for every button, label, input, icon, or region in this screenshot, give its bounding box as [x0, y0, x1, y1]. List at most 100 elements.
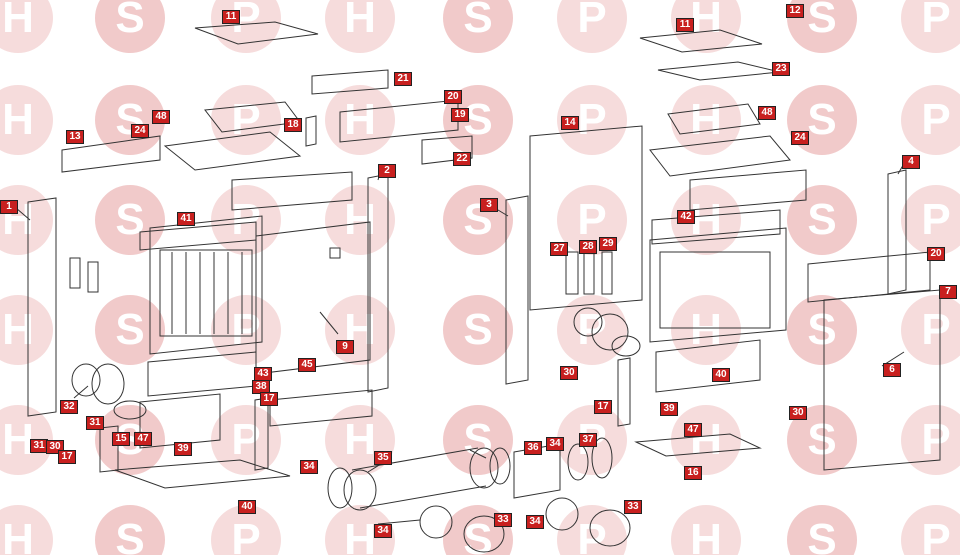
flue-kit: [327, 437, 631, 553]
part-callout-41: 41: [177, 212, 195, 226]
part-callout-15: 15: [112, 432, 130, 446]
part-callout-6: 6: [883, 363, 901, 377]
part-callout-13: 13: [66, 130, 84, 144]
top-panel: [649, 135, 791, 177]
top-cover-panel: [639, 29, 763, 53]
part-callout-34: 34: [300, 460, 318, 474]
part-callout-3: 3: [480, 198, 498, 212]
part-callout-47: 47: [684, 423, 702, 437]
part-callout-23: 23: [772, 62, 790, 76]
watermark-letter: S: [787, 185, 857, 255]
watermark-letter: P: [901, 405, 960, 475]
watermark-letter: H: [0, 0, 53, 53]
part-callout-22: 22: [453, 152, 471, 166]
boiler-body: [649, 227, 787, 343]
combustion-tray: [655, 339, 761, 393]
part-callout-19: 19: [451, 108, 469, 122]
rear-panel: [529, 125, 643, 311]
part-callout-31: 31: [86, 416, 104, 430]
part-callout-20: 20: [927, 247, 945, 261]
seal-ring: [489, 447, 511, 485]
flue-ring: [611, 335, 641, 357]
terminal-cap: [463, 515, 505, 553]
side-panel: [27, 197, 57, 417]
front-panel: [255, 221, 371, 375]
watermark-letter: H: [671, 295, 741, 365]
watermark-letter: P: [901, 85, 960, 155]
part-callout-9: 9: [336, 340, 354, 354]
fascia-panel: [807, 251, 931, 303]
part-callout-40: 40: [238, 500, 256, 514]
watermark-letter: P: [901, 295, 960, 365]
part-callout-32: 32: [60, 400, 78, 414]
part-callout-39: 39: [660, 402, 678, 416]
part-callout-34: 34: [374, 524, 392, 538]
part-callout-12: 12: [786, 4, 804, 18]
flue-ring: [91, 363, 125, 405]
part-callout-16: 16: [684, 466, 702, 480]
watermark-letter: S: [787, 295, 857, 365]
watermark-letter: S: [443, 405, 513, 475]
part-callout-2: 2: [378, 164, 396, 178]
burner-bar: [651, 209, 781, 245]
side-panel: [505, 195, 529, 385]
watermark-letter: S: [95, 185, 165, 255]
part-callout-35: 35: [374, 451, 392, 465]
part-callout-7: 7: [939, 285, 957, 299]
part-callout-37: 37: [579, 433, 597, 447]
part-callout-38: 38: [252, 380, 270, 394]
part-callout-33: 33: [624, 500, 642, 514]
duct-panel: [269, 389, 373, 427]
flue-pipe-end: [469, 447, 499, 489]
base-frame: [634, 433, 762, 457]
part-callout-17: 17: [594, 400, 612, 414]
flue-ring: [71, 363, 101, 397]
watermark-letter: S: [95, 505, 165, 555]
watermark-letter: S: [787, 505, 857, 555]
part-callout-39: 39: [174, 442, 192, 456]
part-callout-27: 27: [550, 242, 568, 256]
part-callout-48: 48: [152, 110, 170, 124]
part-callout-18: 18: [284, 118, 302, 132]
watermark-letter: P: [901, 0, 960, 53]
flue-ring: [113, 400, 147, 420]
right-boiler-assembly: [505, 29, 941, 471]
part-callout-43: 43: [254, 367, 272, 381]
watermark-letter: H: [671, 405, 741, 475]
upper-box: [689, 169, 807, 211]
part-callout-4: 4: [902, 155, 920, 169]
support-leg: [254, 397, 269, 471]
top-panel: [163, 131, 302, 171]
watermark-letter: S: [443, 295, 513, 365]
watermark-letter: P: [211, 405, 281, 475]
part-callout-21: 21: [394, 72, 412, 86]
flue-pipe: [351, 447, 487, 509]
side-panel: [367, 173, 389, 393]
part-callout-40: 40: [712, 368, 730, 382]
fan-unit: [139, 393, 221, 449]
flue-elbow: [513, 443, 561, 499]
terminal-cap: [589, 509, 631, 547]
part-callout-34: 34: [546, 437, 564, 451]
rear-panel: [61, 135, 161, 173]
front-casing: [823, 289, 941, 471]
heat-exchanger: [659, 251, 771, 329]
flue-ring: [573, 307, 603, 337]
part-callout-24: 24: [791, 131, 809, 145]
watermark-letter: H: [671, 505, 741, 555]
flue-clamp: [591, 437, 613, 479]
left-boiler-assembly: [27, 21, 473, 489]
watermark-letter: S: [443, 185, 513, 255]
seal-ring: [419, 505, 453, 539]
control-module: [311, 69, 389, 95]
part-callout-42: 42: [677, 210, 695, 224]
part-callout-14: 14: [561, 116, 579, 130]
part-callout-17: 17: [260, 392, 278, 406]
part-callout-28: 28: [579, 240, 597, 254]
upper-box: [231, 171, 353, 211]
watermark-letter: H: [325, 295, 395, 365]
base-frame: [114, 459, 291, 489]
part-callout-33: 33: [494, 513, 512, 527]
